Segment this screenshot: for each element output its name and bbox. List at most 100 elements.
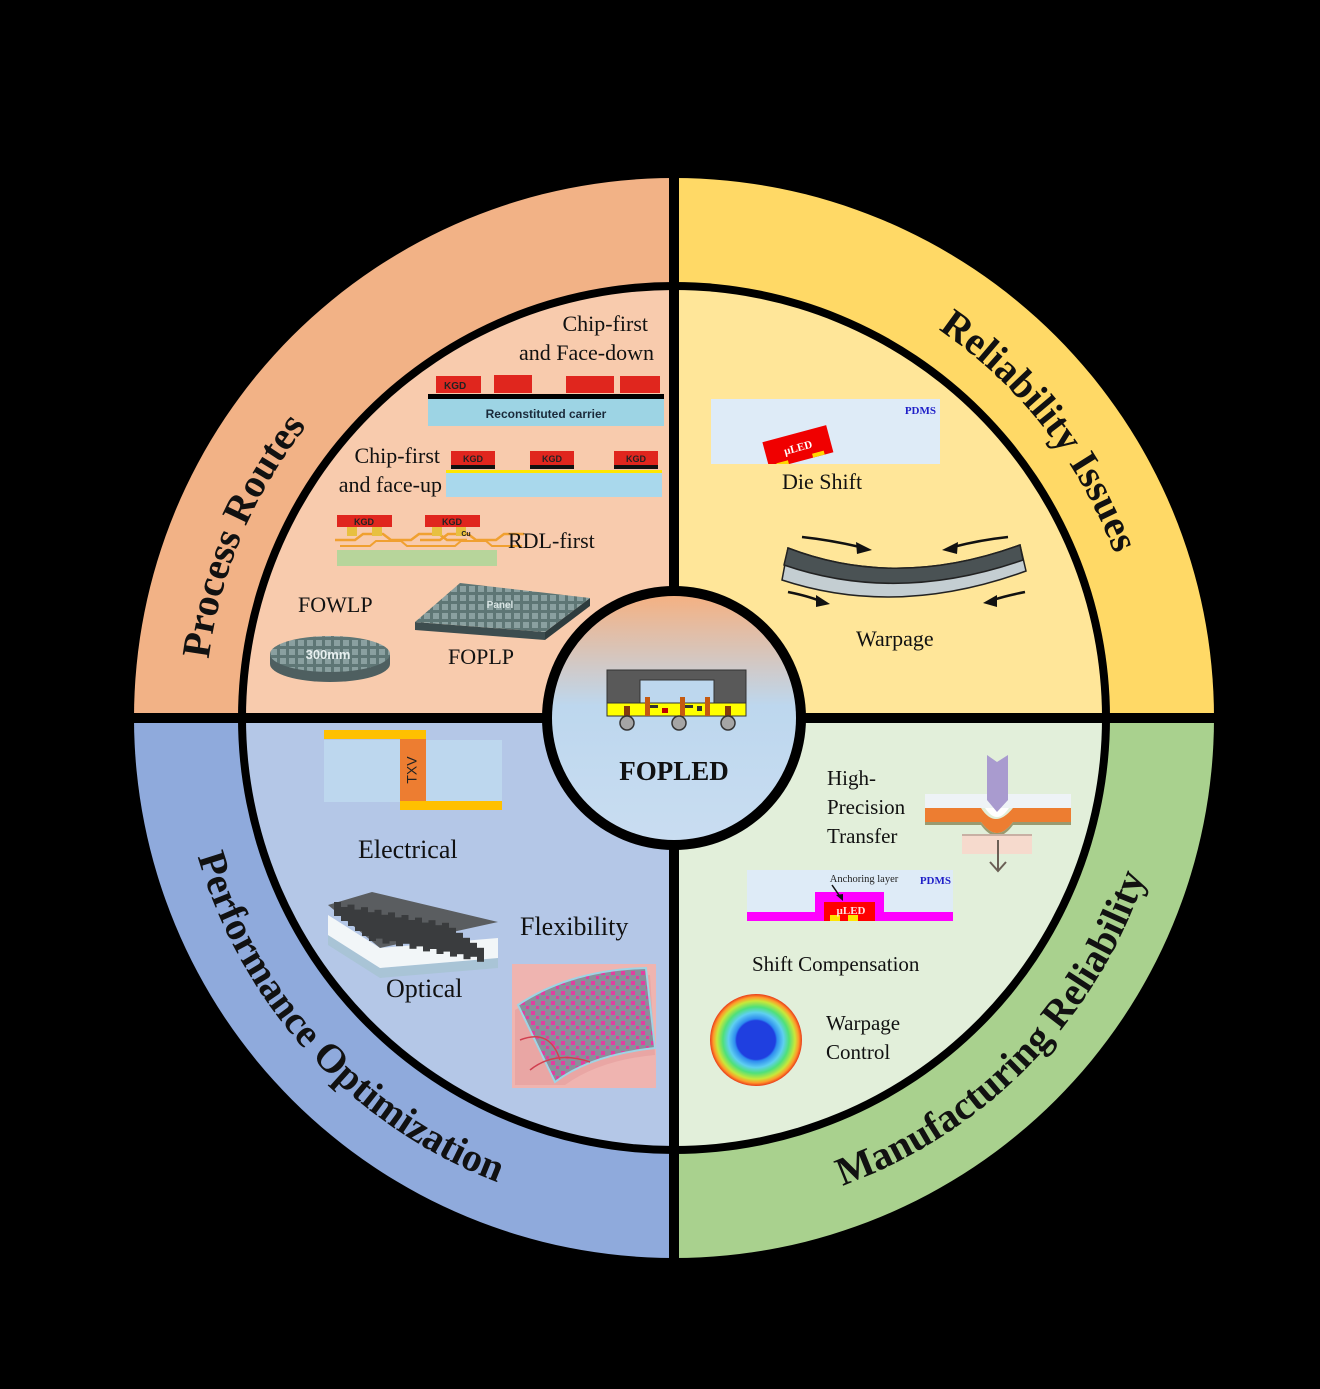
chip-first-face-down-label-1: Chip-first xyxy=(562,311,648,336)
optical-array-icon xyxy=(328,892,498,978)
optical-pillar xyxy=(415,925,423,939)
optical-pillar xyxy=(442,930,450,945)
kgd-label: KGD xyxy=(444,381,466,392)
optical-pillar xyxy=(354,909,362,924)
optical-pillar xyxy=(369,927,376,941)
wafer-size-label: 300mm xyxy=(306,647,351,662)
optical-pillar xyxy=(429,927,436,942)
warpage-contour-icon xyxy=(710,994,802,1086)
warpage-control-label-1: Warpage xyxy=(826,1011,900,1035)
laser-transfer-diagram xyxy=(925,755,1071,873)
shift-compensation-diagram: µLED Anchoring layer PDMS xyxy=(747,870,953,921)
optical-pillar xyxy=(409,934,417,949)
shift-compensation-label: Shift Compensation xyxy=(752,952,920,976)
panel-label: Panel xyxy=(487,600,514,611)
package-cross-section-icon xyxy=(606,669,747,731)
optical-pillar xyxy=(422,930,430,944)
optical-pillar xyxy=(463,937,470,952)
cu-label: Cu xyxy=(461,531,470,538)
optical-pillar xyxy=(415,917,422,932)
flexible-display-image xyxy=(512,964,657,1088)
chip-first-face-up-label-2: and face-up xyxy=(339,472,442,497)
optical-pillar xyxy=(477,947,484,962)
optical-pillar xyxy=(362,922,369,936)
optical-pillar xyxy=(348,912,355,926)
kgd-label: KGD xyxy=(626,454,647,464)
optical-pillar xyxy=(450,942,457,957)
warpage-diagram xyxy=(781,535,1027,607)
center-hub: FOPLED xyxy=(542,586,806,850)
rdl-first-label: RDL-first xyxy=(508,528,595,553)
face-down-diagram: KGD Reconstituted carrier xyxy=(428,375,664,426)
pdms-label: PDMS xyxy=(905,405,936,417)
die-shift-diagram: PDMS µLED xyxy=(711,399,940,474)
rdl-first-diagram: KGD KGD Cu xyxy=(335,515,524,566)
anchoring-layer-label: Anchoring layer xyxy=(830,874,899,885)
panel-icon: Panel xyxy=(415,583,590,640)
optical-pillar xyxy=(423,937,430,952)
high-precision-transfer-label-3: Transfer xyxy=(827,824,897,848)
kgd-label: KGD xyxy=(542,454,563,464)
chip-first-face-down-label-2: and Face-down xyxy=(519,340,654,365)
chip-first-face-up-label-1: Chip-first xyxy=(354,443,440,468)
optical-pillar xyxy=(442,922,449,937)
optical-pillar xyxy=(388,919,396,934)
optical-pillar xyxy=(435,925,443,940)
optical-pillar xyxy=(389,927,396,942)
manufacturing-reliability-content: High- Precision Transfer µLED Anchoring … xyxy=(710,755,1071,1086)
warpage-control-label-2: Control xyxy=(826,1040,890,1064)
optical-pillar xyxy=(456,940,464,955)
flexibility-label: Flexibility xyxy=(520,912,628,941)
optical-pillar xyxy=(443,937,450,952)
optical-pillar xyxy=(355,917,362,931)
die-shift-label: Die Shift xyxy=(782,469,862,494)
optical-pillar xyxy=(429,935,437,949)
optical-pillar xyxy=(449,927,456,942)
optical-pillar xyxy=(463,945,471,960)
optical-pillar xyxy=(422,922,429,937)
optical-pillar xyxy=(428,920,436,935)
optical-pillar xyxy=(401,915,409,929)
optical-pillar xyxy=(395,924,403,939)
foplp-label: FOPLP xyxy=(448,644,514,669)
optical-pillar xyxy=(408,920,416,934)
pdms-label: PDMS xyxy=(920,875,951,887)
optical-pillar xyxy=(456,932,463,947)
txv-label: TXV xyxy=(404,756,420,784)
optical-pillar xyxy=(382,922,389,937)
txv-diagram: TXV xyxy=(324,730,502,810)
kgd-label: KGD xyxy=(463,454,484,464)
optical-pillar xyxy=(402,922,409,937)
face-up-diagram: KGD KGD KGD xyxy=(446,451,662,497)
optical-pillar xyxy=(409,927,416,942)
optical-label: Optical xyxy=(386,974,463,1003)
optical-pillar xyxy=(341,907,348,921)
optical-pillar xyxy=(374,909,382,924)
optical-pillar xyxy=(396,932,403,947)
optical-pillar xyxy=(368,912,375,927)
fowlp-label: FOWLP xyxy=(298,592,373,617)
electrical-label: Electrical xyxy=(358,835,458,864)
optical-pillar xyxy=(375,924,383,939)
optical-pillar xyxy=(436,932,443,947)
optical-pillar xyxy=(449,935,457,950)
warpage-label: Warpage xyxy=(856,626,934,651)
optical-pillar xyxy=(361,914,369,929)
optical-pillar xyxy=(375,917,382,932)
inner-quadrant-reliability-issues xyxy=(674,290,1102,718)
optical-pillar xyxy=(436,940,444,954)
optical-pillar xyxy=(382,929,390,944)
kgd-label: KGD xyxy=(442,517,463,527)
optical-pillar xyxy=(395,917,402,932)
optical-pillar xyxy=(381,914,389,929)
reliability-issues-content: PDMS µLED Die Shift Warpage xyxy=(711,399,1027,651)
kgd-label: KGD xyxy=(354,517,375,527)
optical-pillar xyxy=(347,904,355,919)
optical-pillar xyxy=(470,942,477,957)
uled-label: µLED xyxy=(837,905,866,917)
optical-pillar xyxy=(402,929,410,944)
optical-pillar xyxy=(416,932,423,947)
reconstituted-carrier-label: Reconstituted carrier xyxy=(486,407,607,421)
optical-pillar xyxy=(388,912,395,927)
